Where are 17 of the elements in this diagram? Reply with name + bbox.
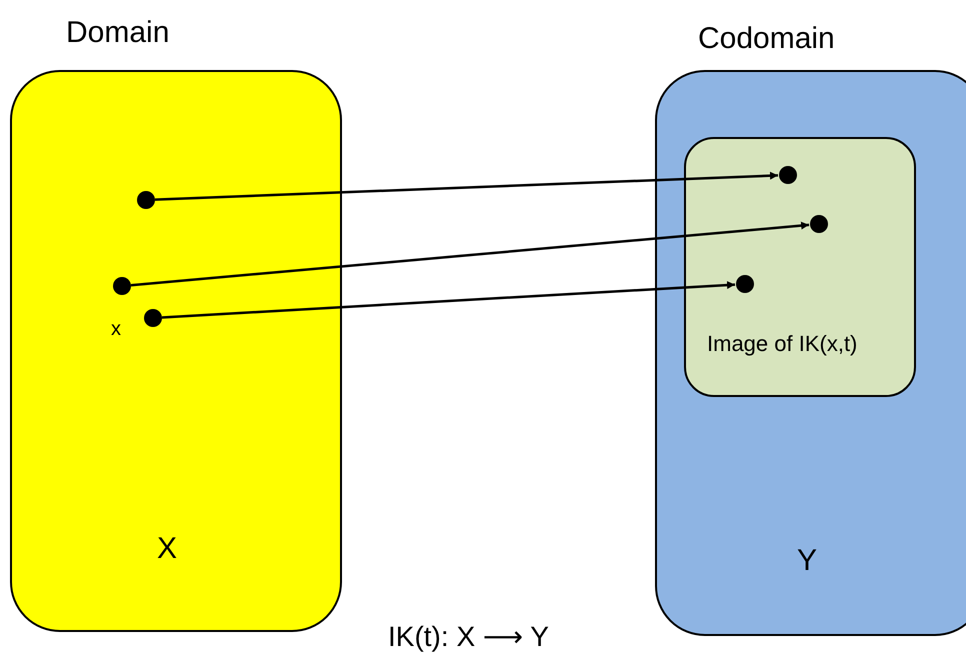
set-region <box>684 137 916 397</box>
set-symbol: X <box>157 532 178 566</box>
set-title: Codomain <box>698 22 835 56</box>
caption: IK(t): X ⟶ Y <box>388 620 549 653</box>
point-dot <box>144 309 162 327</box>
point-dot <box>810 215 828 233</box>
region-label: Image of IK(x,t) <box>707 331 858 357</box>
set-title: Domain <box>66 16 170 50</box>
mapping-arrow <box>162 281 736 319</box>
point-dot <box>736 275 754 293</box>
point-dot <box>137 191 155 209</box>
point-dot <box>779 166 797 184</box>
point-dot <box>113 277 131 295</box>
point-label: x <box>111 318 121 341</box>
mapping-arrow <box>130 222 810 286</box>
set-symbol: Y <box>797 544 818 578</box>
mapping-arrow <box>154 172 778 201</box>
